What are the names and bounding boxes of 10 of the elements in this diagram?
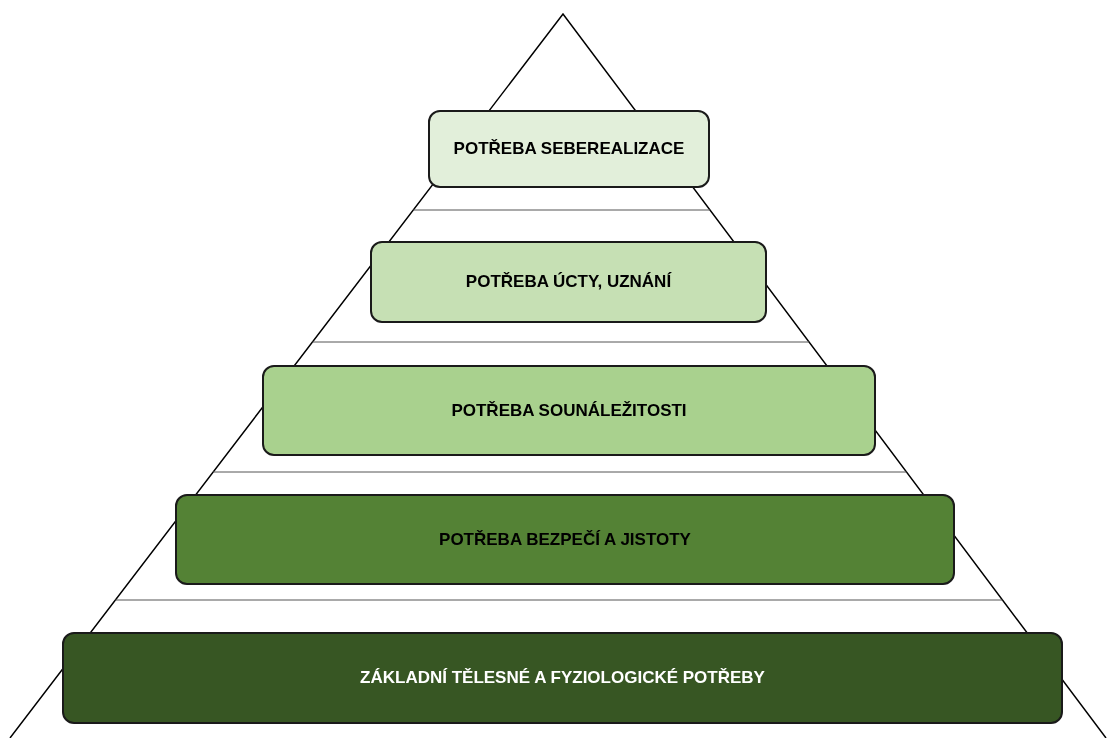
level-label: POTŘEBA SOUNÁLEŽITOSTI xyxy=(451,400,687,421)
level-label: POTŘEBA ÚCTY, UZNÁNÍ xyxy=(465,272,672,292)
pyramid-level-box xyxy=(175,494,955,585)
pyramid-level-box xyxy=(262,365,876,456)
level-label: POTŘEBA SEBEREALIZACE xyxy=(453,139,685,159)
pyramid-level-box xyxy=(428,110,710,188)
level-label: ZÁKLADNÍ TĚLESNÉ A FYZIOLOGICKÉ POTŘEBY xyxy=(360,668,765,688)
level-label: POTŘEBA BEZPEČÍ A JISTOTY xyxy=(439,529,691,550)
pyramid-level-box xyxy=(62,632,1063,724)
pyramid-level-box xyxy=(370,241,767,323)
